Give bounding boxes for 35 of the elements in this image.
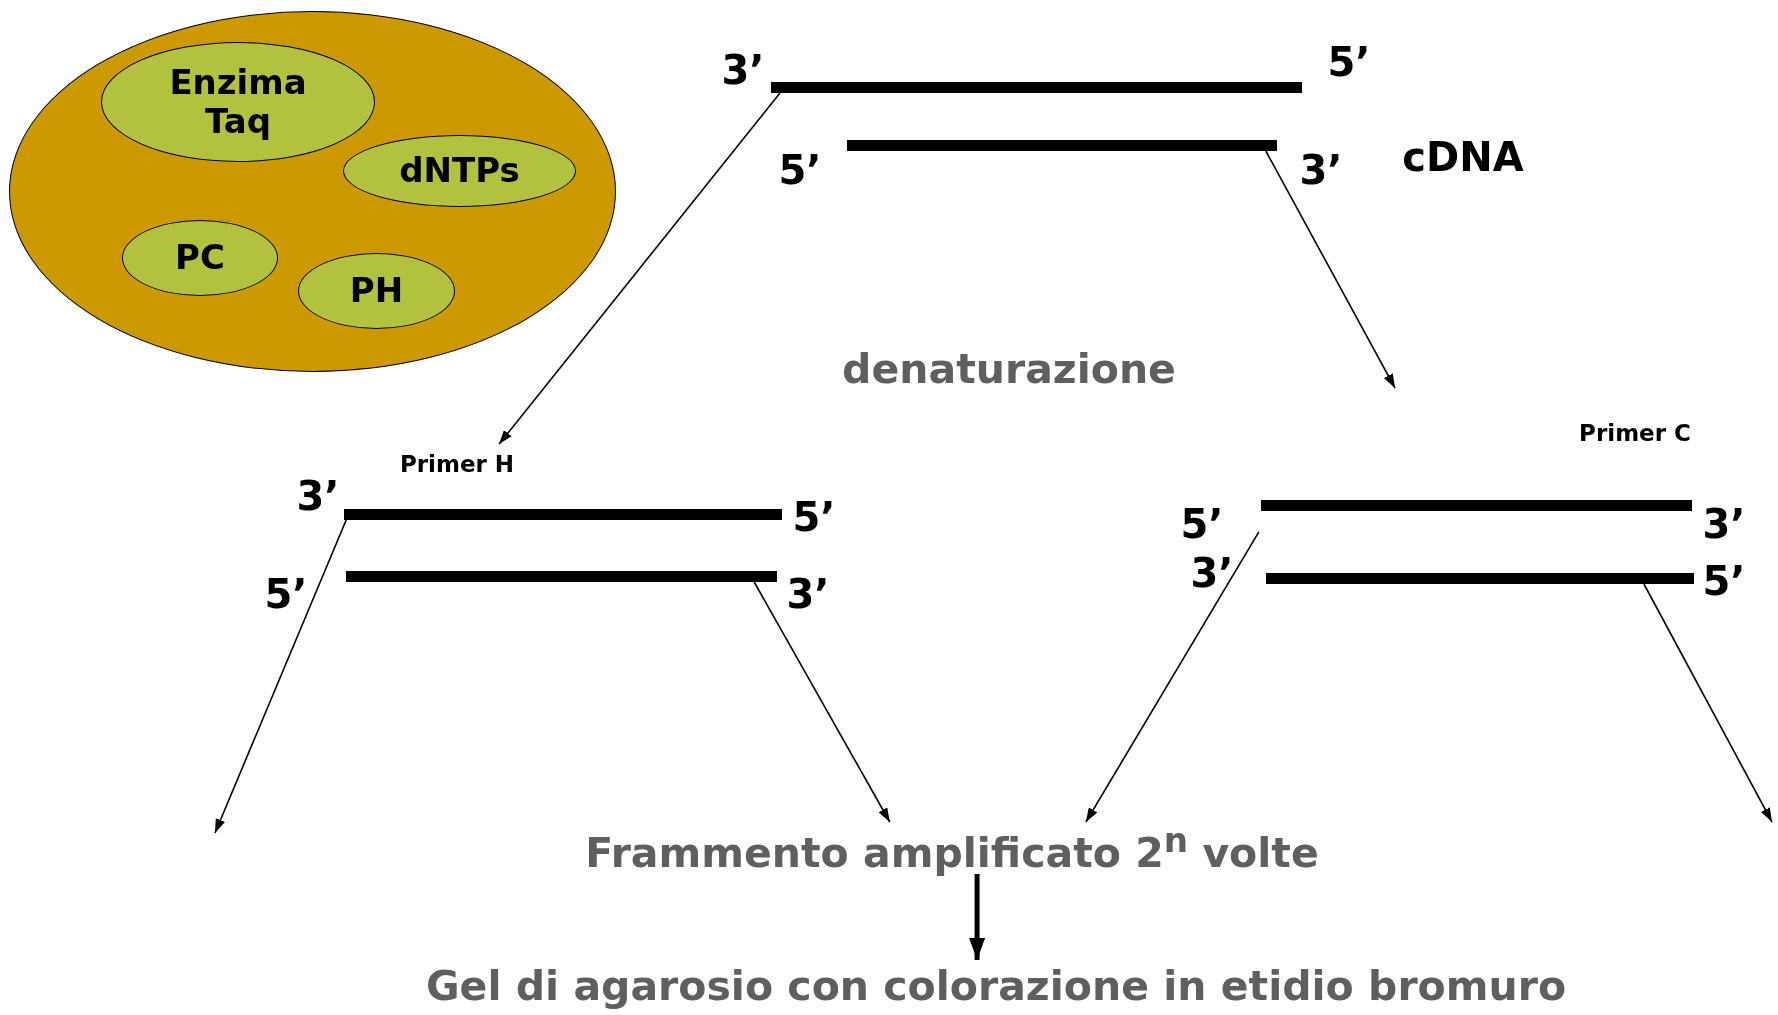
strand-end-label: 3’ — [1299, 147, 1343, 193]
arrow — [214, 519, 347, 834]
strand-end-label: 3’ — [721, 47, 765, 93]
strand-end-label: 5’ — [1327, 39, 1371, 85]
dna-strand — [847, 140, 1277, 151]
arrow — [753, 581, 891, 823]
arrow — [969, 874, 986, 960]
arrow — [1265, 150, 1396, 389]
strand-end-label: 3’ — [1190, 550, 1234, 596]
ingredient-ellipse: PH — [298, 253, 455, 329]
step-text: Frammento amplificato 2$^{n}$ volte — [520, 824, 1384, 874]
strand-end-label: 5’ — [778, 147, 822, 193]
strand-end-label: 5’ — [792, 494, 836, 540]
dna-strand — [1261, 500, 1692, 511]
arrow — [1085, 531, 1260, 823]
ingredient-ellipse: Enzima Taq — [101, 42, 375, 162]
strand-end-label: 5’ — [264, 571, 308, 617]
step-label: denaturazione — [842, 345, 1176, 393]
primer-label: Primer H — [399, 451, 515, 477]
strand-end-label: 5’ — [1180, 501, 1224, 547]
dna-strand — [1266, 573, 1694, 584]
dna-strand — [344, 509, 782, 520]
arrow — [1643, 583, 1773, 823]
arrow — [498, 92, 781, 445]
primer-label: Primer C — [1579, 420, 1691, 446]
molecule-label: cDNA — [1402, 134, 1524, 180]
ingredient-ellipse: PC — [122, 220, 278, 296]
strand-end-label: 3’ — [786, 571, 830, 617]
dna-strand — [346, 571, 777, 582]
ingredient-ellipse: dNTPs — [343, 135, 576, 207]
strand-end-label: 5’ — [1702, 558, 1746, 604]
step-text: Gel di agarosio con colorazione in etidio bromuro — [320, 962, 1672, 1012]
dna-strand — [771, 82, 1302, 93]
strand-end-label: 3’ — [296, 473, 340, 519]
strand-end-label: 3’ — [1702, 501, 1746, 547]
